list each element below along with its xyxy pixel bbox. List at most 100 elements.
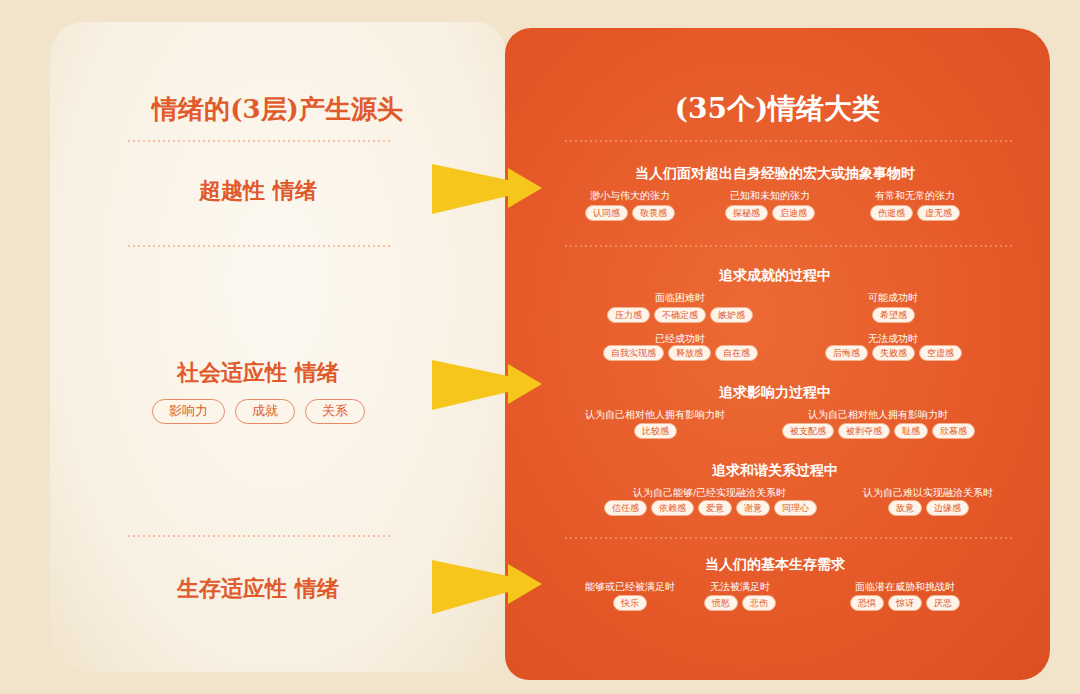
left-dividers	[128, 141, 392, 536]
pill-text: 自在感	[723, 348, 750, 358]
emotion-pill: 压力感	[607, 307, 650, 323]
condition-label: 认为自己难以实现融洽关系时	[863, 487, 993, 498]
condition-label: 可能成功时	[868, 292, 918, 303]
pill-text: 希望感	[880, 310, 907, 320]
pill-text: 探秘感	[733, 208, 760, 218]
emotion-pill: 厌恶	[926, 595, 960, 611]
emotion-pill: 同理心	[774, 500, 817, 516]
emotion-pill: 自在感	[715, 345, 758, 361]
pill-text: 启迪感	[780, 208, 807, 218]
condition-label: 认为自己相对他人拥有影响力时	[808, 409, 948, 420]
pill-text: 依赖感	[659, 503, 686, 513]
pill-text: 恐惧	[858, 598, 876, 608]
condition-label: 能够或已经被满足时	[585, 581, 675, 592]
pill-text: 被剥夺感	[846, 426, 882, 436]
pill-text: 厌恶	[934, 598, 952, 608]
emotion-pill: 敌意	[888, 500, 922, 516]
condition-label: 无法成功时	[868, 333, 918, 344]
pill-text: 嫉妒感	[718, 310, 745, 320]
emotion-pill: 爱意	[698, 500, 732, 516]
pill-text: 边缘感	[934, 503, 961, 513]
pill-text: 关系	[322, 403, 348, 418]
section-heading: 社会适应性 情绪	[177, 359, 339, 385]
pill-text: 被支配感	[790, 426, 826, 436]
pill-text: 惊讶	[896, 598, 914, 608]
pill-text: 爱意	[706, 503, 724, 513]
emotion-pill: 嫉妒感	[710, 307, 753, 323]
emotion-pill: 关系	[305, 399, 365, 424]
emotion-pill: 敬畏感	[632, 205, 675, 221]
emotion-pill: 释放感	[668, 345, 711, 361]
pill-text: 信任感	[612, 503, 639, 513]
emotion-pill: 被剥夺感	[838, 423, 890, 439]
condition-label: 已经成功时	[655, 333, 705, 344]
right-dividers	[565, 141, 1012, 538]
emotion-pill: 认同感	[585, 205, 628, 221]
pill-text: 成就	[252, 403, 278, 418]
emotion-pill: 空虚感	[919, 345, 962, 361]
section-heading: 当人们的基本生存需求	[705, 556, 845, 573]
emotion-pill: 不确定感	[654, 307, 706, 323]
emotion-pill: 信任感	[604, 500, 647, 516]
emotion-pill: 成就	[235, 399, 295, 424]
emotion-pill: 恐惧	[850, 595, 884, 611]
pill-text: 同理心	[782, 503, 809, 513]
pill-text: 压力感	[615, 310, 642, 320]
condition-label: 已知和未知的张力	[730, 190, 810, 201]
emotion-pill: 影响力	[152, 399, 225, 424]
pill-text: 比较感	[642, 426, 669, 436]
condition-label: 有常和无常的张力	[875, 190, 955, 201]
emotion-pill: 快乐	[613, 595, 647, 611]
condition-label: 认为自己相对他人拥有影响力时	[585, 409, 725, 420]
pill-text: 敬畏感	[640, 208, 667, 218]
emotion-pill: 依赖感	[651, 500, 694, 516]
emotion-pill: 失败感	[872, 345, 915, 361]
pill-text: 欣慕感	[940, 426, 967, 436]
pill-text: 自我实现感	[611, 348, 656, 358]
emotion-pill: 谢意	[736, 500, 770, 516]
panel-title: 情绪的(3层)产生源头	[50, 92, 505, 127]
pill-text: 后悔感	[833, 348, 860, 358]
section-heading: 当人们面对超出自身经验的宏大或抽象事物时	[635, 165, 915, 182]
pill-text: 影响力	[169, 403, 208, 418]
emotion-pill: 启迪感	[772, 205, 815, 221]
pill-text: 悲伤	[750, 598, 768, 608]
emotion-pill: 比较感	[634, 423, 677, 439]
emotion-pill: 被支配感	[782, 423, 834, 439]
emotion-pill: 悲伤	[742, 595, 776, 611]
pill-text: 敌意	[896, 503, 914, 513]
pill-text: 失败感	[880, 348, 907, 358]
section-heading: 追求影响力过程中	[719, 384, 831, 401]
emotion-pill: 愤怒	[704, 595, 738, 611]
pill-text: 认同感	[593, 208, 620, 218]
section-heading: 追求和谐关系过程中	[712, 462, 838, 479]
pill-text: 快乐	[621, 598, 639, 608]
emotion-pill: 自我实现感	[603, 345, 664, 361]
section-heading: 超越性 情绪	[199, 177, 317, 203]
section-heading: 追求成就的过程中	[719, 267, 831, 284]
pill-text: 空虚感	[927, 348, 954, 358]
pill-text: 谢意	[744, 503, 762, 513]
pill-text: 耻感	[902, 426, 920, 436]
emotion-pill: 虚无感	[917, 205, 960, 221]
pill-text: 释放感	[676, 348, 703, 358]
condition-label: 面临困难时	[655, 292, 705, 303]
condition-label: 面临潜在威胁和挑战时	[855, 581, 955, 592]
emotion-pill: 惊讶	[888, 595, 922, 611]
emotion-pill: 后悔感	[825, 345, 868, 361]
pill-text: 愤怒	[712, 598, 730, 608]
emotion-pill: 希望感	[872, 307, 915, 323]
emotion-pill: 欣慕感	[932, 423, 975, 439]
section-heading: 生存适应性 情绪	[177, 575, 339, 601]
pill-text: 不确定感	[662, 310, 698, 320]
emotion-pill: 耻感	[894, 423, 928, 439]
emotion-pill: 探秘感	[725, 205, 768, 221]
yellow-arrows	[432, 164, 542, 614]
emotion-pill: 伤逝感	[870, 205, 913, 221]
condition-label: 无法被满足时	[710, 581, 770, 592]
condition-label: 渺小与伟大的张力	[590, 190, 670, 201]
condition-label: 认为自己能够/已经实现融洽关系时	[633, 487, 786, 498]
emotion-pill: 边缘感	[926, 500, 969, 516]
pill-text: 虚无感	[925, 208, 952, 218]
pill-text: 伤逝感	[878, 208, 905, 218]
